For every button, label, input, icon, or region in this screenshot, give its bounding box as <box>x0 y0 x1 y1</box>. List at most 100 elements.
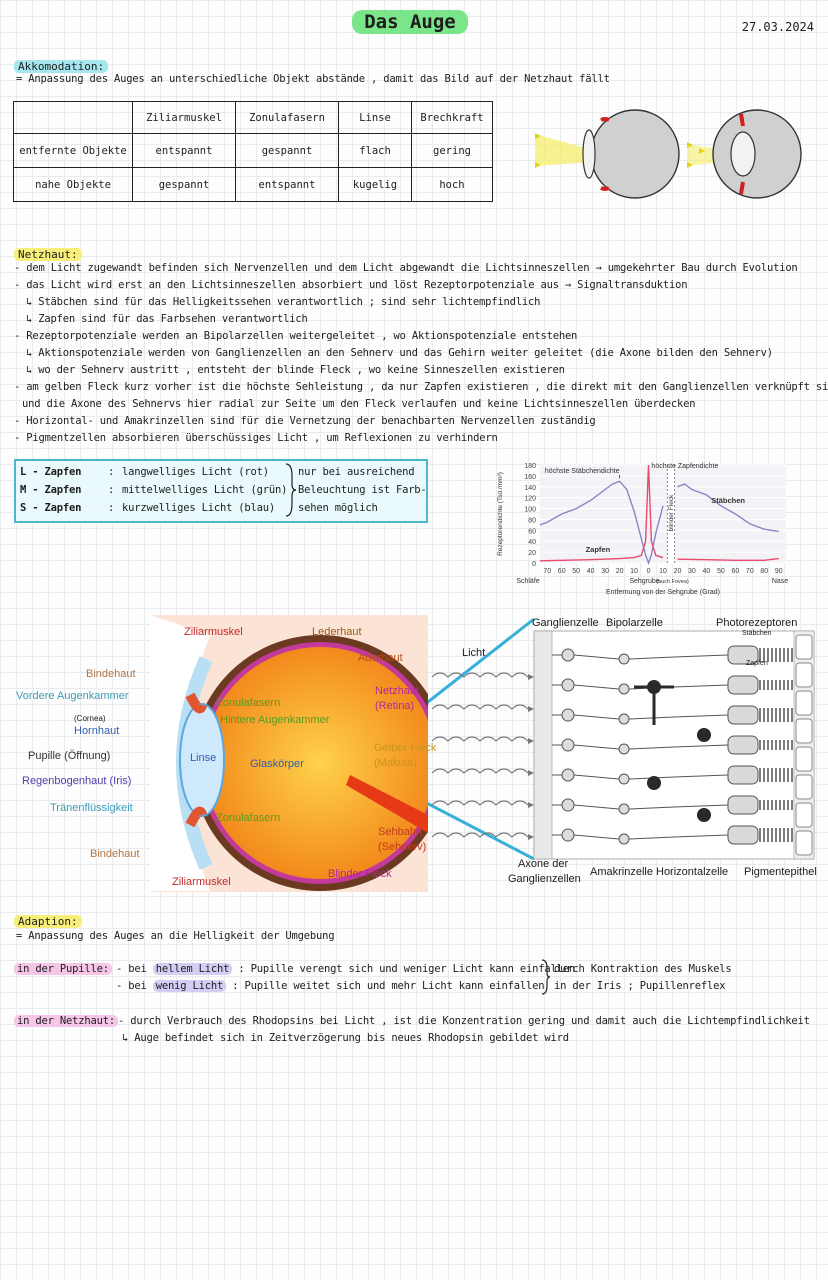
chart-annotation-rod-peak: höchste Stäbchendichte <box>545 468 620 475</box>
netzhaut-line: ↳ wo der Sehnerv austritt , entsteht der… <box>26 364 565 376</box>
photoreceptor-body <box>727 765 759 785</box>
chart-x-tick: 70 <box>543 568 551 575</box>
chart-y-tick: 100 <box>524 507 536 514</box>
ciliary-shape <box>185 692 207 714</box>
chart-x-tick: 10 <box>659 568 667 575</box>
table-cell: gespannt <box>132 167 236 202</box>
bipolar-dendrite <box>628 836 675 840</box>
table-row: nahe Objekte gespannt entspannt kugelig … <box>13 167 493 202</box>
photoreceptor-body <box>727 735 759 755</box>
table-cell: nahe Objekte <box>13 167 133 202</box>
lens-shape <box>179 703 225 817</box>
chart-x-tick: 40 <box>703 568 711 575</box>
chart-y-tick: 20 <box>528 550 536 557</box>
ganglion-cell <box>561 738 575 752</box>
synapse-line <box>573 714 620 720</box>
date: 27.03.2024 <box>741 20 814 34</box>
cone-desc: kurzwelliges Licht (blau) <box>122 502 276 514</box>
label-makula: (Makula) <box>374 757 417 769</box>
ciliary-shape <box>185 806 207 828</box>
chart-series-label-cones: Zapfen <box>586 545 611 554</box>
chart-x-tick: 10 <box>630 568 638 575</box>
label-bipolarzelle: Bipolarzelle <box>606 617 663 629</box>
table-cell: gering <box>411 133 493 168</box>
photoreceptor-body <box>727 705 759 725</box>
light-wave <box>431 768 529 774</box>
horizontal-amakrine-cell <box>697 808 711 822</box>
table-cell <box>13 101 133 134</box>
netzhaut-line: - dem Licht zugewandt befinden sich Nerv… <box>14 262 798 274</box>
light-wave-arrow <box>528 706 534 712</box>
chart-x-center-label: Sehgrube <box>629 578 659 585</box>
table-cell: flach <box>338 133 412 168</box>
chart-x-tick: 30 <box>688 568 696 575</box>
photoreceptor-axon <box>673 834 729 838</box>
chart-y-tick: 120 <box>524 496 536 503</box>
netzhaut-line: - Pigmentzellen absorbieren überschüssig… <box>14 432 498 444</box>
eye-near-illustration <box>687 109 802 199</box>
label-glaskoerper: Glaskörper <box>250 758 304 770</box>
chart-y-tick: 60 <box>528 528 536 535</box>
bipolar-dendrite <box>628 746 675 750</box>
table-cell: entspannt <box>132 133 236 168</box>
ganglion-cell <box>561 828 575 842</box>
chart-y-tick: 180 <box>524 463 536 470</box>
cone-desc: langwelliges Licht (rot) <box>122 466 269 478</box>
pigment-cell <box>795 690 813 716</box>
table-row: entfernte Objekte entspannt gespannt fla… <box>13 133 493 168</box>
akkommodation-table: Ziliarmuskel Zonulafasern Linse Brechkra… <box>13 101 493 202</box>
eye-anatomy-illustration <box>150 615 428 892</box>
chart-x-tick: 50 <box>572 568 580 575</box>
pigment-cell <box>795 774 813 800</box>
chart-x-tick: 30 <box>601 568 609 575</box>
bipolar-cell <box>618 683 630 695</box>
pupille-row: - bei hellem Licht : Pupille verengt sic… <box>116 963 576 975</box>
netzhaut-line: - am gelben Fleck kurz vorher ist die hö… <box>14 381 828 393</box>
synapse-line <box>573 804 620 810</box>
synapse-line <box>573 684 620 690</box>
netzhaut-heading: Netzhaut: <box>14 243 82 262</box>
ganglion-cell <box>561 798 575 812</box>
chart-annotation-blind-spot: blinder Fleck <box>668 494 675 532</box>
netzhaut-line: - Horizontal- und Amakrinzellen sind für… <box>14 415 596 427</box>
table-cell: Ziliarmuskel <box>132 101 236 134</box>
label-vordere-augenkammer: Vordere Augenkammer <box>16 690 129 702</box>
bipolar-dendrite <box>628 806 675 810</box>
bipolar-cell <box>618 713 630 725</box>
table-cell: gespannt <box>235 133 339 168</box>
chart-y-tick: 0 <box>532 561 536 568</box>
cone-name: M - Zapfen <box>20 484 82 496</box>
label-pigmentepithel: Pigmentepithel <box>744 866 817 878</box>
pupille-note: in der Iris ; Pupillenreflex <box>554 980 726 992</box>
netzhaut-line: und die Axone des Sehnervs hier radial z… <box>22 398 696 410</box>
axon-layer <box>533 630 553 860</box>
light-wave-arrow <box>528 834 534 840</box>
chart-y-tick: 160 <box>524 474 536 481</box>
chart-x-right-label: Nase <box>772 578 788 585</box>
adaption-heading: Adaption: <box>14 910 82 929</box>
netzhaut-line: - das Licht wird erst an den Lichtsinnes… <box>14 279 688 291</box>
photoreceptor-body <box>727 675 759 695</box>
light-wave-arrow <box>528 802 534 808</box>
label-pupille: Pupille (Öffnung) <box>28 750 111 762</box>
horizontal-cell-process <box>634 685 674 725</box>
pigment-cell <box>795 718 813 744</box>
label-ziliarmuskel: Ziliarmuskel <box>184 626 243 638</box>
pigment-cell <box>795 802 813 828</box>
photoreceptor-axon <box>673 654 729 658</box>
chart-y-tick: 140 <box>524 485 536 492</box>
label-blinder-fleck: Blinder Fleck <box>328 868 392 880</box>
synapse-line <box>573 654 620 660</box>
label-gelber-fleck: Gelber Fleck <box>374 742 437 754</box>
pigment-cell <box>795 830 813 856</box>
chart-x-tick: 20 <box>616 568 624 575</box>
bipolar-dendrite <box>628 656 675 660</box>
light-wave <box>431 832 529 838</box>
chart-x-left-label: Schläfe <box>516 578 539 585</box>
netzhaut-adaption-line: - durch Verbrauch des Rhodopsins bei Lic… <box>118 1015 810 1027</box>
pigment-cell <box>795 746 813 772</box>
table-cell: Zonulafasern <box>235 101 339 134</box>
photoreceptor-axon <box>673 774 729 778</box>
zoom-line <box>428 617 535 704</box>
